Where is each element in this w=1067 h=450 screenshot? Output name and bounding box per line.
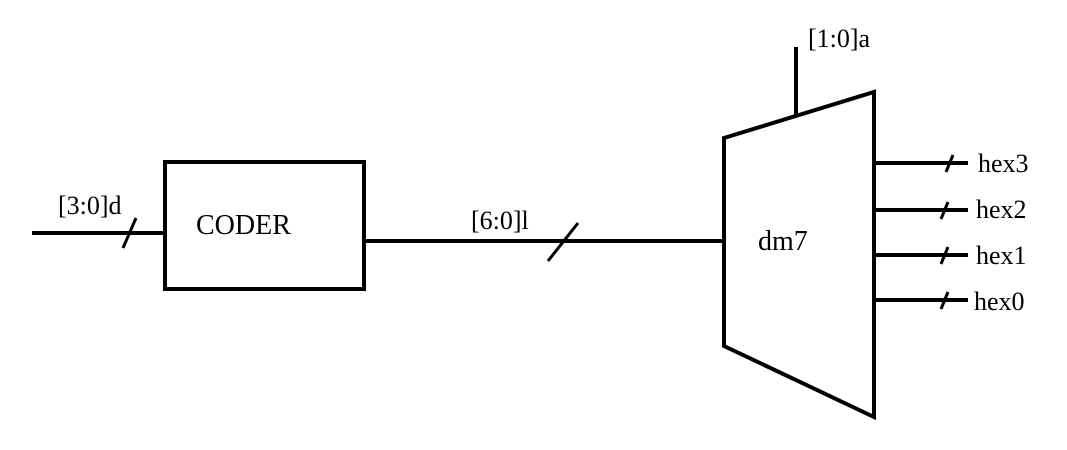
dm7-block: dm7 — [722, 89, 876, 421]
bus-l-label: [6:0]l — [471, 206, 529, 235]
coder-box — [163, 160, 366, 291]
output-hex1-label: hex1 — [976, 241, 1027, 270]
input-d: [3:0]d — [32, 191, 167, 249]
dm7-label: dm7 — [758, 226, 808, 257]
dm7-shape — [722, 89, 876, 421]
output-hex0-bus-mark — [939, 291, 950, 310]
output-hex0: hex0 — [874, 287, 1025, 316]
output-hex2: hex2 — [874, 195, 1027, 224]
output-hex2-bus-mark — [939, 201, 950, 220]
output-hex3-label: hex3 — [978, 149, 1029, 178]
coder-block: CODER — [163, 160, 366, 291]
bus-l: [6:0]l — [364, 206, 724, 262]
input-a-label: [1:0]a — [808, 24, 871, 53]
bus-l-bus-mark — [546, 222, 580, 262]
input-d-bus-mark — [121, 217, 138, 249]
output-hex2-label: hex2 — [976, 195, 1027, 224]
output-hex3-bus-mark — [944, 154, 955, 173]
output-hex3: hex3 — [874, 149, 1029, 178]
input-a: [1:0]a — [794, 24, 871, 116]
output-hex1-bus-mark — [939, 246, 950, 265]
output-hex1: hex1 — [874, 241, 1027, 270]
input-d-label: [3:0]d — [58, 191, 122, 220]
coder-label: CODER — [196, 210, 291, 241]
output-hex0-label: hex0 — [974, 287, 1025, 316]
